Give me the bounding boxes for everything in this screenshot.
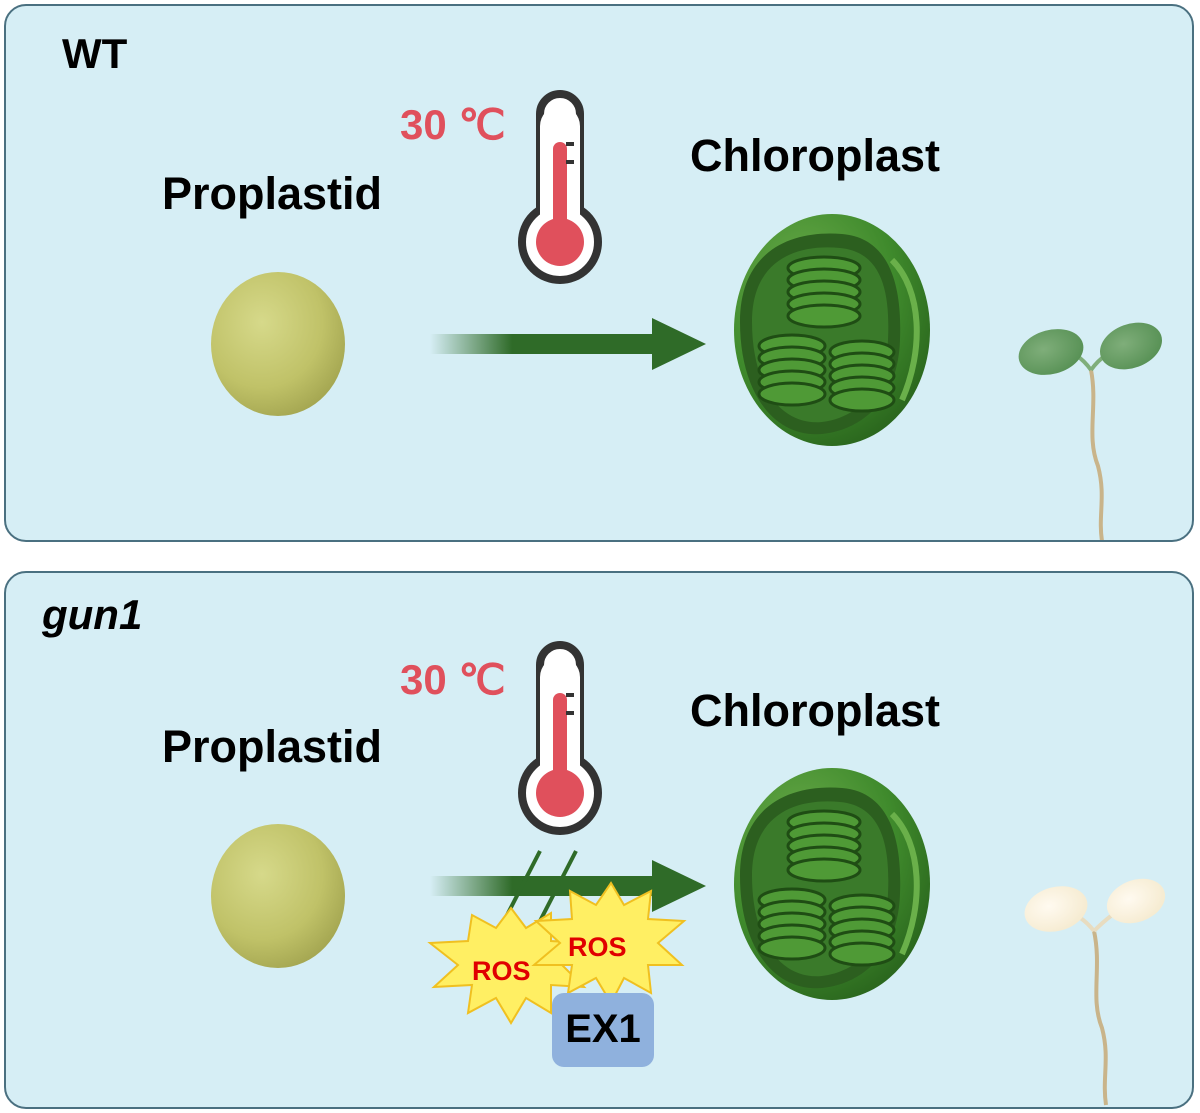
arrow-icon (430, 318, 706, 370)
wt-panel: WT 30 ℃ Proplastid Chloroplast (4, 4, 1194, 542)
seedling-icon (1018, 322, 1162, 540)
ros-label: ROS (472, 956, 531, 986)
proplastid-icon (211, 272, 345, 416)
thermometer-icon (518, 641, 602, 835)
panel-title: WT (62, 30, 128, 77)
panel-title: gun1 (42, 591, 143, 638)
arrow-icon (430, 850, 706, 922)
break-mark (538, 850, 578, 922)
chloroplast-icon (734, 214, 930, 446)
thermometer-icon (518, 90, 602, 284)
proplastid-icon (211, 824, 345, 968)
temperature-label: 30 ℃ (400, 656, 506, 703)
chloroplast-label: Chloroplast (690, 130, 941, 181)
ex1-box: EX1 (552, 993, 654, 1067)
proplastid-label: Proplastid (162, 721, 383, 772)
ex1-label: EX1 (565, 1007, 641, 1051)
ros-label: ROS (568, 932, 627, 962)
temperature-label: 30 ℃ (400, 101, 506, 148)
chloroplast-label: Chloroplast (690, 685, 941, 736)
proplastid-label: Proplastid (162, 168, 383, 219)
gun1-panel: gun1 30 ℃ Proplastid Chloroplast (4, 571, 1194, 1109)
